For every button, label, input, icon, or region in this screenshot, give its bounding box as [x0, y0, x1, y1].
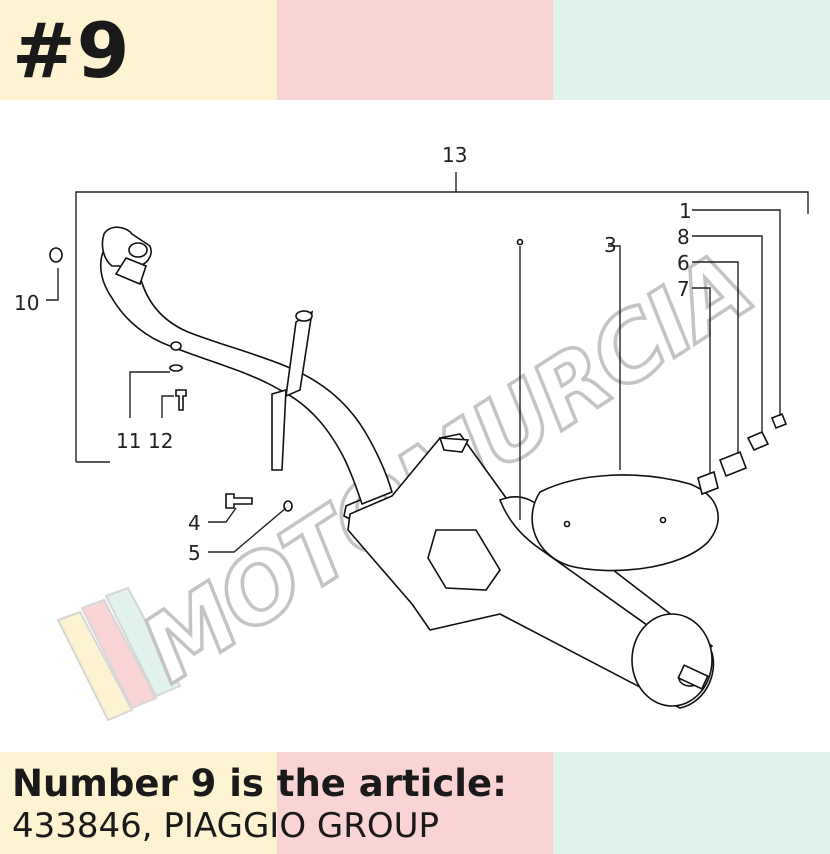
leader-lines	[46, 209, 781, 553]
item-number-heading: #9	[12, 6, 131, 95]
watermark-stripe-pink	[80, 598, 158, 710]
footer-band-mint	[553, 752, 830, 854]
callout-10: 10	[14, 291, 39, 315]
watermark-stripe-yellow	[56, 610, 134, 722]
callout-4: 4	[188, 511, 201, 535]
callout-8: 8	[677, 225, 690, 249]
footer-band-pink	[276, 752, 554, 854]
bolt-4	[225, 493, 253, 509]
callout-5: 5	[188, 541, 201, 565]
header-color-band	[0, 0, 830, 100]
callout-3: 3	[604, 233, 617, 257]
bolt-1	[770, 412, 788, 430]
header-band-yellow	[0, 0, 277, 100]
callout-12: 12	[148, 429, 173, 453]
callout-6: 6	[677, 251, 690, 275]
header-band-mint	[553, 0, 830, 100]
footer-band-yellow	[0, 752, 277, 854]
nut-10	[49, 247, 63, 263]
spacer-6	[718, 450, 748, 478]
footer-color-band	[0, 752, 830, 854]
washer-11	[169, 364, 183, 372]
callout-1: 1	[679, 199, 692, 223]
exploded-parts-diagram: MOTOMURCIA	[14, 143, 809, 722]
washer-7	[697, 470, 719, 496]
exhaust-pipe	[100, 226, 393, 523]
washer-8	[746, 430, 770, 452]
header-band-pink	[276, 0, 554, 100]
article-caption: Number 9 is the article:	[12, 762, 507, 805]
callout-11: 11	[116, 429, 141, 453]
callout-7: 7	[677, 277, 690, 301]
bolt-12	[175, 389, 187, 411]
article-reference: 433846, PIAGGIO GROUP	[12, 806, 440, 846]
heat-shield	[531, 474, 719, 572]
fasteners	[49, 238, 788, 512]
callout-13: 13	[442, 143, 467, 167]
callout-labels: 13 1 8 6 7 3 10 11 12 4 5	[14, 143, 692, 565]
assembly-bracket	[75, 172, 809, 463]
watermark-stripe-mint	[104, 586, 182, 698]
pin-marker	[516, 238, 524, 246]
